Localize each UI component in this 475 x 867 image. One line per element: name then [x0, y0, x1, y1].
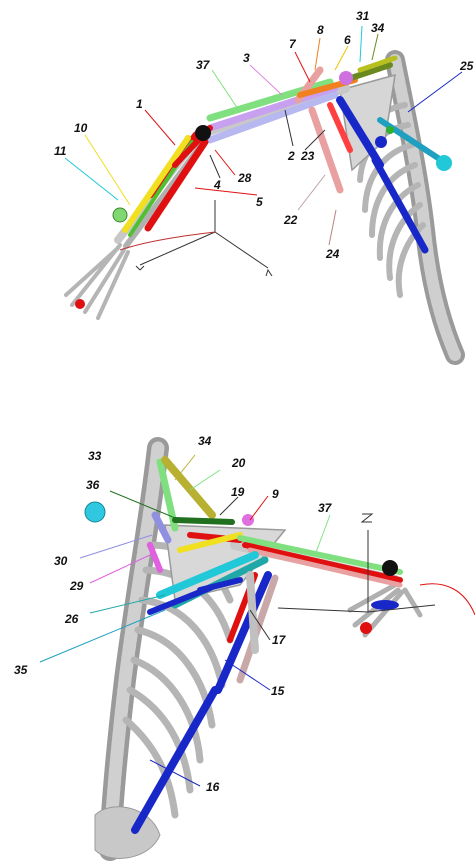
label-37-top: 37 [196, 58, 211, 72]
label-23: 23 [300, 149, 315, 163]
label-9: 9 [272, 487, 279, 501]
label-26: 26 [64, 612, 79, 626]
label-3: 3 [243, 51, 250, 65]
label-15: 15 [271, 684, 285, 698]
label-37-bottom: 37 [318, 501, 333, 515]
label-28: 28 [237, 171, 252, 185]
label-29: 29 [69, 579, 84, 593]
label-19: 19 [231, 485, 245, 499]
label-11: 11 [54, 144, 67, 158]
label-4: 4 [213, 178, 221, 192]
label-31: 31 [356, 9, 370, 23]
label-24: 24 [325, 247, 340, 261]
label-10: 10 [74, 121, 88, 135]
label-22: 22 [283, 213, 298, 227]
label-1: 1 [136, 97, 143, 111]
label-25: 25 [459, 59, 474, 73]
top-view-figure [65, 26, 462, 355]
bottom-view-figure [40, 448, 475, 858]
label-35: 35 [14, 663, 28, 677]
label-30: 30 [54, 554, 68, 568]
label-36: 36 [86, 478, 100, 492]
label-17: 17 [272, 633, 287, 647]
label-16: 16 [206, 780, 220, 794]
label-34-bottom: 34 [198, 434, 212, 448]
top-hand [66, 245, 128, 318]
bottom-pelvis [95, 807, 160, 859]
label-34-top: 34 [371, 21, 385, 35]
label-33: 33 [88, 449, 102, 463]
label-5: 5 [256, 195, 263, 209]
label-8: 8 [317, 23, 324, 37]
label-6: 6 [344, 33, 351, 47]
label-20: 20 [231, 456, 246, 470]
label-2: 2 [287, 149, 295, 163]
label-7: 7 [289, 37, 297, 51]
